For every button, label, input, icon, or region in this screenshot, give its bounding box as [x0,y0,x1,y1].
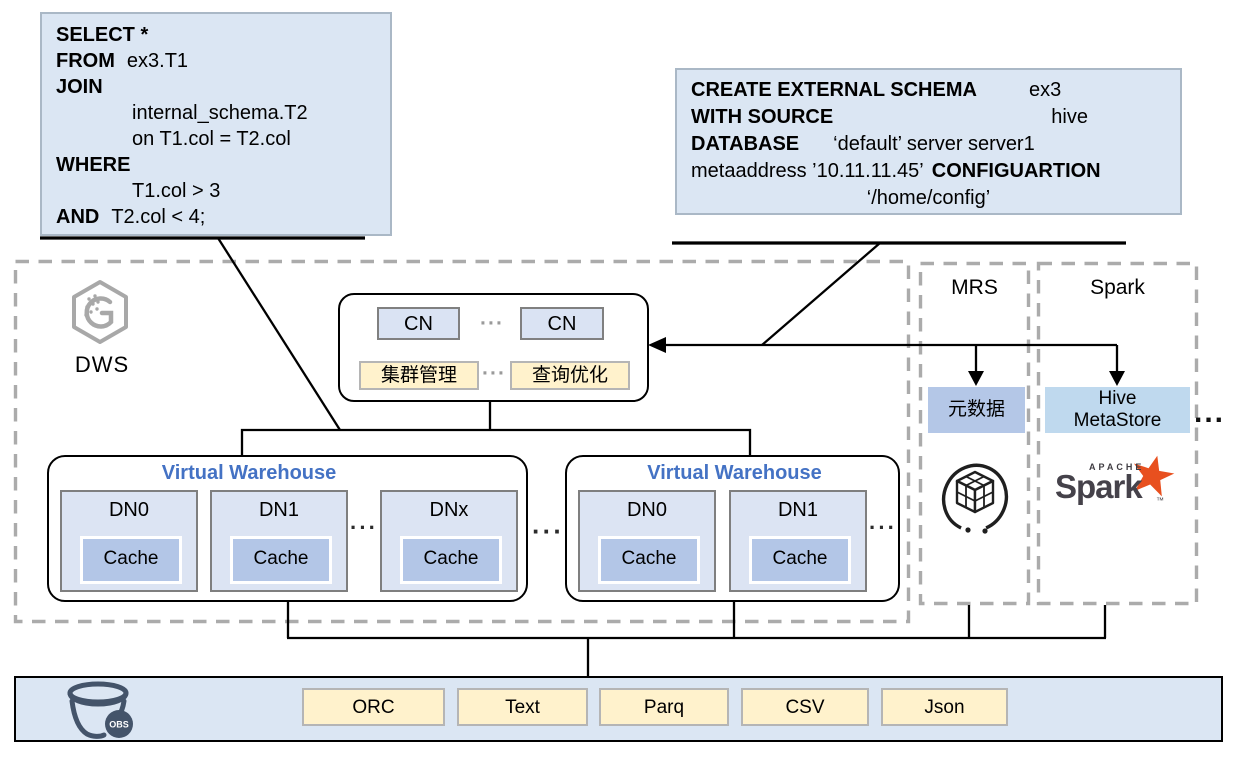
mrs-cube-icon [941,463,1009,534]
obs-storage-bar: OBS ORC Text Parq CSV Json [14,676,1223,742]
sql-keyword: SELECT * [56,24,149,46]
spark-region-border [1036,261,1199,606]
obs-badge-text: OBS [109,720,129,730]
sql-keyword: AND [56,206,100,228]
format-text: Text [457,688,588,726]
schema-line: WITH SOURCE hive [691,104,1166,131]
create-schema-box: CREATE EXTERNAL SCHEMA ex3 WITH SOURCE hiv… [675,68,1182,215]
dn-label: DNx [429,499,469,521]
dws-logo-icon [72,280,128,344]
sql-query-box: SELECT * FROM ex3.T1 JOIN internal_schema… [40,12,392,236]
schema-value: ‘/home/config’ [866,187,991,209]
sql-text: T1.col > 3 [132,180,221,202]
schema-line: ‘/home/config’ [691,185,1166,212]
sql-line: JOIN [56,74,384,100]
dn-node: DN0 Cache [60,490,198,592]
query-optimization-box: 查询优化 [510,361,630,390]
sql-line: internal_schema.T2 [56,100,384,126]
sql-text: ex3.T1 [126,50,189,72]
schema-keyword: CREATE EXTERNAL SCHEMA [691,79,977,101]
schema-to-bus-line [761,242,881,346]
schema-keyword: DATABASE [691,133,800,155]
dn-node: DN1 Cache [210,490,348,592]
metastore-line1: Hive [1098,388,1137,409]
sql-line: AND T2.col < 4; [56,204,384,230]
format-json: Json [881,688,1008,726]
sql-line: WHERE [56,152,384,178]
cn-mgmt-ellipsis: ··· [482,362,506,385]
dn-ellipsis: ··· [350,515,378,540]
obs-bucket-icon: OBS [67,681,133,739]
schema-line: DATABASE ‘default’ server server1 [691,131,1166,158]
sql-keyword: WHERE [56,154,131,176]
between-warehouse-ellipsis: ··· [532,516,564,546]
sql-line: T1.col > 3 [56,178,384,204]
vw1-title: Virtual Warehouse [161,462,337,484]
dn-label: DN1 [258,499,299,521]
schema-line: metaaddress ’10.11.11.45’ CONFIGUARTION [691,158,1166,185]
dn-node: DN1 Cache [729,490,867,592]
dws-label: DWS [74,352,130,377]
format-orc: ORC [302,688,445,726]
sql-keyword: JOIN [56,76,103,98]
cache-box: Cache [80,536,182,584]
sql-line: on T1.col = T2.col [56,126,384,152]
cache-box: Cache [230,536,332,584]
cache-box: Cache [749,536,851,584]
cache-box: Cache [400,536,502,584]
metastore-line2: MetaStore [1073,410,1162,431]
schema-value: ‘default’ server server1 [833,133,1035,155]
spark-label: Spark [1090,276,1145,299]
sql-text: on T1.col = T2.col [132,128,291,150]
cluster-management-box: 集群管理 [359,361,479,390]
metadata-box: 元数据 [928,387,1025,433]
cn-cluster-box: CN ··· CN 集群管理 ··· 查询优化 [338,293,649,402]
cn-node-1: CN [377,307,460,340]
sql-line: FROM ex3.T1 [56,48,384,74]
apache-spark-logo: APACHE Spark ™ [1053,455,1193,520]
schema-value: metaaddress ’10.11.11.45’ [691,160,924,182]
sql-keyword: FROM [56,50,115,72]
arrowhead-into-cn [648,337,666,353]
sql-line: SELECT * [56,22,384,48]
vw2-title: Virtual Warehouse [647,462,822,484]
cn-node-2: CN [520,307,604,340]
cache-box: Cache [598,536,700,584]
format-parquet: Parq [599,688,729,726]
sql-text: T2.col < 4; [111,206,206,228]
dn-label: DN0 [626,499,667,521]
spark-wordmark: Spark [1055,468,1143,505]
mrs-label: MRS [951,276,998,299]
dn-node: DNx Cache [380,490,518,592]
dn-label: DN0 [108,499,149,521]
schema-value: ex3 [1028,79,1062,101]
schema-keyword: WITH SOURCE [691,106,834,128]
spark-trademark: ™ [1156,496,1164,505]
schema-value: hive [1051,106,1088,128]
sql-text: internal_schema.T2 [132,102,308,124]
sql-to-cluster-line [217,237,341,431]
arrowhead-into-metastore [1109,371,1125,386]
dn-node: DN0 Cache [578,490,716,592]
mrs-region-border [918,261,1031,606]
format-csv: CSV [741,688,869,726]
cn-ellipsis: ··· [480,312,504,335]
dn-ellipsis: ··· [869,515,897,540]
virtual-warehouse-2: Virtual Warehouse DN0 Cache DN1 Cache ··… [565,455,900,602]
cn-to-warehouse-bus [240,428,752,455]
schema-keyword: CONFIGUARTION [931,160,1101,182]
hive-metastore-box: Hive MetaStore [1045,387,1190,433]
more-engines-ellipsis: ... [1194,396,1226,429]
virtual-warehouse-1: Virtual Warehouse DN0 Cache DN1 Cache ··… [47,455,528,602]
schema-line: CREATE EXTERNAL SCHEMA ex3 [691,77,1166,104]
arrowhead-into-metadata [968,371,984,386]
dn-label: DN1 [777,499,818,521]
